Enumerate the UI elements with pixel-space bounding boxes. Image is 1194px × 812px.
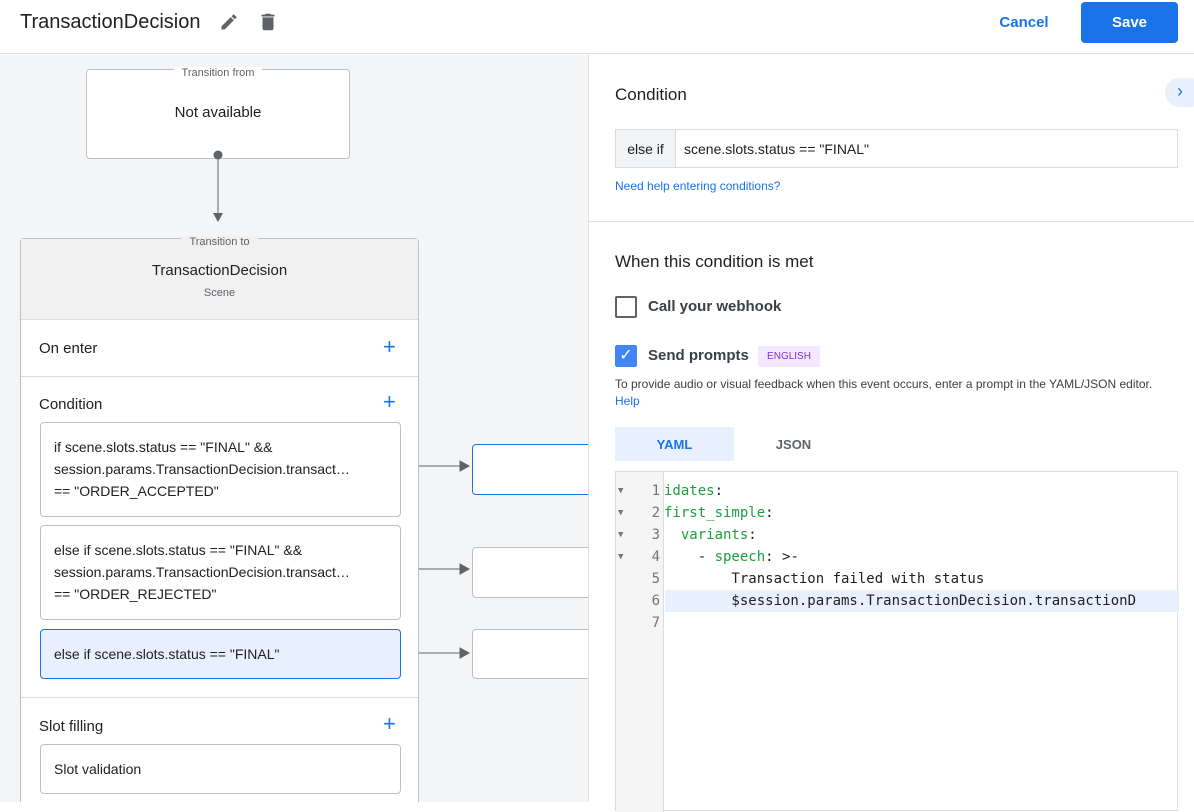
- condition-prefix: else if: [616, 130, 676, 167]
- code-token: idates: [664, 483, 715, 499]
- target-node[interactable]: [472, 629, 588, 679]
- line-number: 7: [651, 615, 660, 631]
- code-token: variants: [664, 527, 749, 543]
- language-badge: ENGLISH: [758, 346, 820, 367]
- condition-input-row: else if scene.slots.status == "FINAL": [615, 129, 1178, 168]
- line-code: variants:: [664, 524, 757, 546]
- description-text: To provide audio or visual feedback when…: [615, 377, 1153, 391]
- condition-panel: › Condition else if scene.slots.status =…: [588, 55, 1194, 812]
- condition-line: session.params.TransactionDecision.trans…: [54, 564, 350, 580]
- delete-trash-icon[interactable]: [257, 11, 279, 33]
- editor-line: 6 $session.params.TransactionDecision.tr…: [616, 590, 1179, 612]
- condition-line: else if scene.slots.status == "FINAL": [54, 646, 280, 662]
- scene-name: TransactionDecision: [151, 262, 288, 279]
- cancel-button[interactable]: Cancel: [999, 13, 1049, 31]
- page-title: TransactionDecision: [20, 11, 201, 33]
- scene-type: Scene: [203, 287, 236, 299]
- condition-item-selected[interactable]: else if scene.slots.status == "FINAL": [40, 629, 401, 679]
- scene-header: Transition to TransactionDecision Scene: [21, 236, 418, 320]
- on-enter-section[interactable]: On enter +: [21, 321, 418, 377]
- condition-line: else if scene.slots.status == "FINAL" &&: [54, 542, 303, 558]
- top-bar: TransactionDecision Cancel Save: [0, 0, 1194, 54]
- webhook-checkbox[interactable]: [615, 296, 637, 318]
- add-on-enter-icon[interactable]: +: [383, 334, 396, 359]
- collapse-chevron-icon[interactable]: ›: [1165, 78, 1194, 107]
- add-condition-icon[interactable]: +: [383, 389, 396, 414]
- line-code: - speech: >-: [664, 546, 799, 568]
- send-prompts-checkbox[interactable]: ✓: [615, 345, 637, 367]
- line-number: 1: [651, 483, 660, 499]
- scene-card: Transition to TransactionDecision Scene …: [20, 236, 419, 802]
- active-line-highlight: [665, 590, 1179, 612]
- condition-item[interactable]: if scene.slots.status == "FINAL" && sess…: [40, 422, 401, 517]
- editor-line: 5 Transaction failed with status: [616, 568, 1179, 590]
- tab-yaml[interactable]: YAML: [615, 427, 734, 461]
- code-token: :: [765, 505, 774, 521]
- fold-arrow-icon[interactable]: ▼: [618, 552, 624, 562]
- condition-line: == "ORDER_REJECTED": [54, 586, 217, 602]
- editor-line: 7: [616, 612, 1179, 634]
- condition-title: Condition: [615, 85, 687, 104]
- editor-gutter: [616, 472, 664, 812]
- condition-section-label: Condition: [39, 396, 103, 413]
- code-token: :: [714, 483, 724, 499]
- slot-filling-label: Slot filling: [39, 718, 104, 735]
- line-number: 3: [651, 527, 660, 543]
- fold-arrow-icon[interactable]: ▼: [618, 508, 624, 518]
- condition-line: == "ORDER_ACCEPTED": [54, 483, 219, 499]
- code-token: speech: [714, 549, 766, 565]
- condition-line: if scene.slots.status == "FINAL" &&: [54, 439, 273, 455]
- help-link[interactable]: Help: [615, 394, 640, 408]
- fold-arrow-icon[interactable]: ▼: [618, 486, 624, 496]
- editor-line: ▼ 4 - speech: >-: [616, 546, 1179, 568]
- flow-canvas: Transition from Not available Transition…: [0, 55, 588, 802]
- divider: [589, 221, 1194, 222]
- line-number: 6: [651, 593, 660, 609]
- code-token: Transaction failed with status: [664, 571, 985, 587]
- code-token: : >-: [765, 549, 799, 565]
- code-token: first_simple: [664, 505, 766, 521]
- code-token: $session.params.TransactionDecision.tran…: [664, 593, 1137, 609]
- tab-json[interactable]: JSON: [775, 436, 812, 452]
- condition-line: session.params.TransactionDecision.trans…: [54, 461, 350, 477]
- line-code: Transaction failed with status: [664, 568, 984, 590]
- line-code: $session.params.TransactionDecision.tran…: [664, 590, 1136, 612]
- condition-input[interactable]: scene.slots.status == "FINAL": [684, 140, 870, 157]
- webhook-label: Call your webhook: [648, 298, 782, 315]
- transition-to-legend: Transition to: [181, 236, 258, 248]
- code-token: -: [664, 549, 715, 565]
- line-code: first_simple:: [664, 502, 774, 524]
- send-prompts-label: Send prompts: [648, 347, 749, 364]
- code-token: :: [748, 527, 757, 543]
- line-number: 5: [651, 571, 660, 587]
- target-node[interactable]: [472, 444, 588, 495]
- divider: [21, 697, 418, 698]
- condition-item[interactable]: else if scene.slots.status == "FINAL" &&…: [40, 525, 401, 620]
- prompt-description: To provide audio or visual feedback when…: [615, 376, 1175, 410]
- transition-from-card: Transition from Not available: [86, 67, 350, 159]
- target-node[interactable]: [472, 547, 588, 598]
- line-number: 4: [651, 549, 660, 565]
- editor-line: ▼ 3 variants:: [616, 524, 1179, 546]
- help-conditions-link[interactable]: Need help entering conditions?: [615, 179, 781, 193]
- when-title: When this condition is met: [615, 252, 814, 271]
- on-enter-label: On enter: [39, 340, 98, 357]
- edit-pencil-icon[interactable]: [219, 12, 239, 32]
- transition-from-legend: Transition from: [173, 67, 263, 79]
- save-button[interactable]: Save: [1081, 2, 1178, 43]
- add-slot-filling-icon[interactable]: +: [383, 711, 396, 736]
- slot-validation-item[interactable]: Slot validation: [40, 744, 401, 794]
- line-number: 2: [651, 505, 660, 521]
- line-code: idates:: [664, 480, 723, 502]
- transition-from-value: Not available: [174, 104, 262, 121]
- slot-validation-label: Slot validation: [54, 761, 142, 777]
- fold-arrow-icon[interactable]: ▼: [618, 530, 624, 540]
